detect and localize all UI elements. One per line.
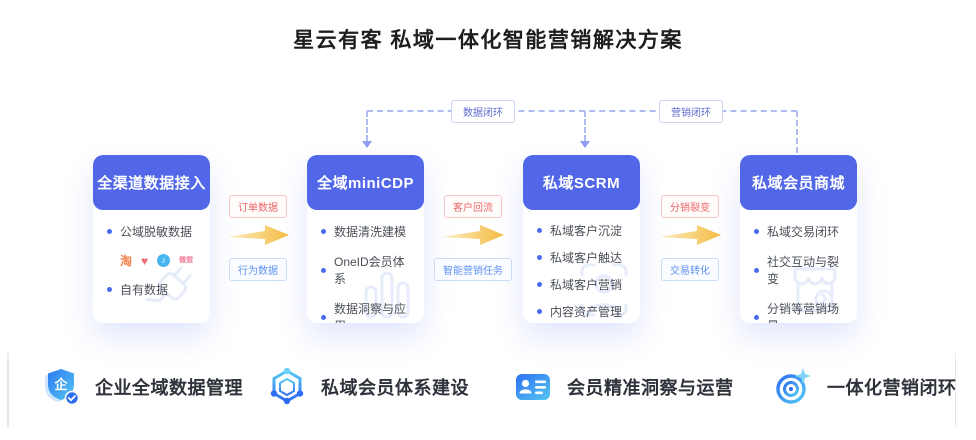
bullet-dot-icon: [321, 314, 326, 320]
list-item-label: 私域客户沉淀: [550, 224, 623, 238]
plug-icon: [145, 266, 192, 303]
shield-enterprise-icon: 企: [45, 369, 80, 406]
list-item-label: 社交互动与裂变: [767, 255, 840, 286]
card-title: 全域miniCDP: [307, 155, 424, 210]
list-item: 私域交易闭环: [754, 223, 849, 240]
divider: [954, 353, 956, 427]
weidian-heart-icon: ♥: [141, 253, 149, 268]
list-item: 数据清洗建模: [321, 223, 416, 240]
flow-arrow-icon: [227, 225, 289, 245]
data-tag: 行为数据: [229, 258, 287, 281]
channel-icons-row: 淘 ♥ ♪ 微盟: [107, 253, 202, 268]
bullet-dot-icon: [537, 282, 542, 287]
bullet-dot-icon: [754, 229, 759, 234]
card-body: 数据清洗建模 OneID会员体系 数据洞察与应用: [307, 210, 424, 323]
card-mini-cdp: 全域miniCDP 数据清洗建模 OneID会员体系 数据洞察与应用: [307, 155, 424, 323]
list-item: 公域脱敏数据: [107, 223, 202, 240]
bullet-dot-icon: [754, 314, 759, 320]
page-title: 星云有客 私域一体化智能营销解决方案: [293, 29, 683, 52]
data-tag: 分销裂变: [661, 195, 719, 218]
list-item: 私域客户沉淀: [537, 222, 632, 239]
list-item: 社交互动与裂变: [754, 253, 849, 287]
list-item: 自有数据: [107, 281, 202, 298]
card-title: 私域SCRM: [523, 155, 640, 210]
storefront-icon: [793, 267, 837, 313]
card-title: 全渠道数据接入: [93, 155, 210, 210]
divider: [7, 353, 9, 427]
feature-marketing-loop: 一体化营销闭环: [772, 363, 957, 411]
loop-dashed-drop-cdp: [366, 111, 368, 141]
loop-dashed-drop-scrm: [584, 111, 586, 141]
bullet-dot-icon: [107, 229, 112, 234]
bar-chart-icon: [364, 271, 410, 319]
hexagon-network-icon: [270, 367, 304, 405]
down-arrow-icon: [362, 141, 372, 148]
list-item-label: 分销等营销场景: [767, 302, 840, 323]
list-item-label: 数据清洗建模: [334, 225, 407, 239]
list-item: 私域客户营销: [537, 276, 632, 293]
marketing-loop-label: 营销闭环: [659, 100, 723, 123]
list-item-label: 自有数据: [120, 283, 169, 297]
weimob-icon: 微盟: [179, 257, 194, 264]
feature-enterprise-data: 企 企业全域数据管理: [40, 363, 243, 411]
list-item: 数据洞察与应用: [321, 300, 416, 323]
flow-arrow-icon: [442, 225, 504, 245]
feature-label: 企业全域数据管理: [95, 378, 243, 398]
user-icon: [580, 263, 628, 317]
data-tag: 交易转化: [661, 258, 719, 281]
target-icon: [776, 368, 811, 404]
data-loop-label: 数据闭环: [451, 100, 515, 123]
list-item-label: 公域脱敏数据: [120, 225, 193, 239]
bullet-dot-icon: [537, 309, 542, 314]
bullet-dot-icon: [321, 267, 326, 273]
list-item-label: OneID会员体系: [334, 255, 405, 286]
flow-arrow-icon: [659, 225, 721, 245]
bullet-dot-icon: [321, 229, 326, 234]
list-item-label: 私域交易闭环: [767, 225, 840, 239]
list-item-label: 私域客户触达: [550, 251, 623, 265]
data-tag: 客户回流: [444, 195, 502, 218]
list-item: 内容资产管理: [537, 303, 632, 320]
card-title: 私域会员商城: [740, 155, 857, 210]
loop-dashed-drop-mall: [796, 111, 798, 153]
card-member-mall: 私域会员商城 私域交易闭环 社交互动与裂变 分销等营销场景: [740, 155, 857, 323]
down-arrow-icon: [580, 141, 590, 148]
list-item: OneID会员体系: [321, 253, 416, 287]
feature-label: 会员精准洞察与运营: [567, 378, 734, 398]
id-card-icon: [516, 374, 550, 400]
bullet-dot-icon: [107, 287, 112, 292]
card-body: 私域客户沉淀 私域客户触达 私域客户营销 内容资产管理: [523, 210, 640, 320]
list-item: 分销等营销场景: [754, 300, 849, 323]
card-omni-channel-data: 全渠道数据接入 公域脱敏数据 淘 ♥ ♪ 微盟 自有数据: [93, 155, 210, 323]
card-private-scrm: 私域SCRM 私域客户沉淀 私域客户触达 私域客户营销 内容资产管理: [523, 155, 640, 323]
douyin-icon: ♪: [157, 254, 171, 267]
bullet-dot-icon: [537, 228, 542, 233]
list-item-label: 内容资产管理: [550, 305, 623, 319]
bullet-dot-icon: [537, 255, 542, 260]
list-item: 私域客户触达: [537, 249, 632, 266]
bullet-dot-icon: [754, 267, 759, 273]
feature-member-system: 私域会员体系建设: [266, 363, 469, 411]
list-item-label: 数据洞察与应用: [334, 302, 407, 323]
list-item-label: 私域客户营销: [550, 278, 623, 292]
loop-dashed-line: [367, 110, 797, 112]
card-body: 私域交易闭环 社交互动与裂变 分销等营销场景: [740, 210, 857, 323]
card-body: 公域脱敏数据 淘 ♥ ♪ 微盟 自有数据: [93, 210, 210, 298]
data-tag: 订单数据: [229, 195, 287, 218]
feature-label: 私域会员体系建设: [321, 378, 469, 398]
feature-member-insight: 会员精准洞察与运营: [512, 363, 734, 411]
data-tag: 智能营销任务: [434, 258, 512, 281]
enterprise-glyph: 企: [53, 377, 68, 392]
feature-label: 一体化营销闭环: [827, 378, 957, 398]
taobao-icon: 淘: [120, 253, 133, 268]
